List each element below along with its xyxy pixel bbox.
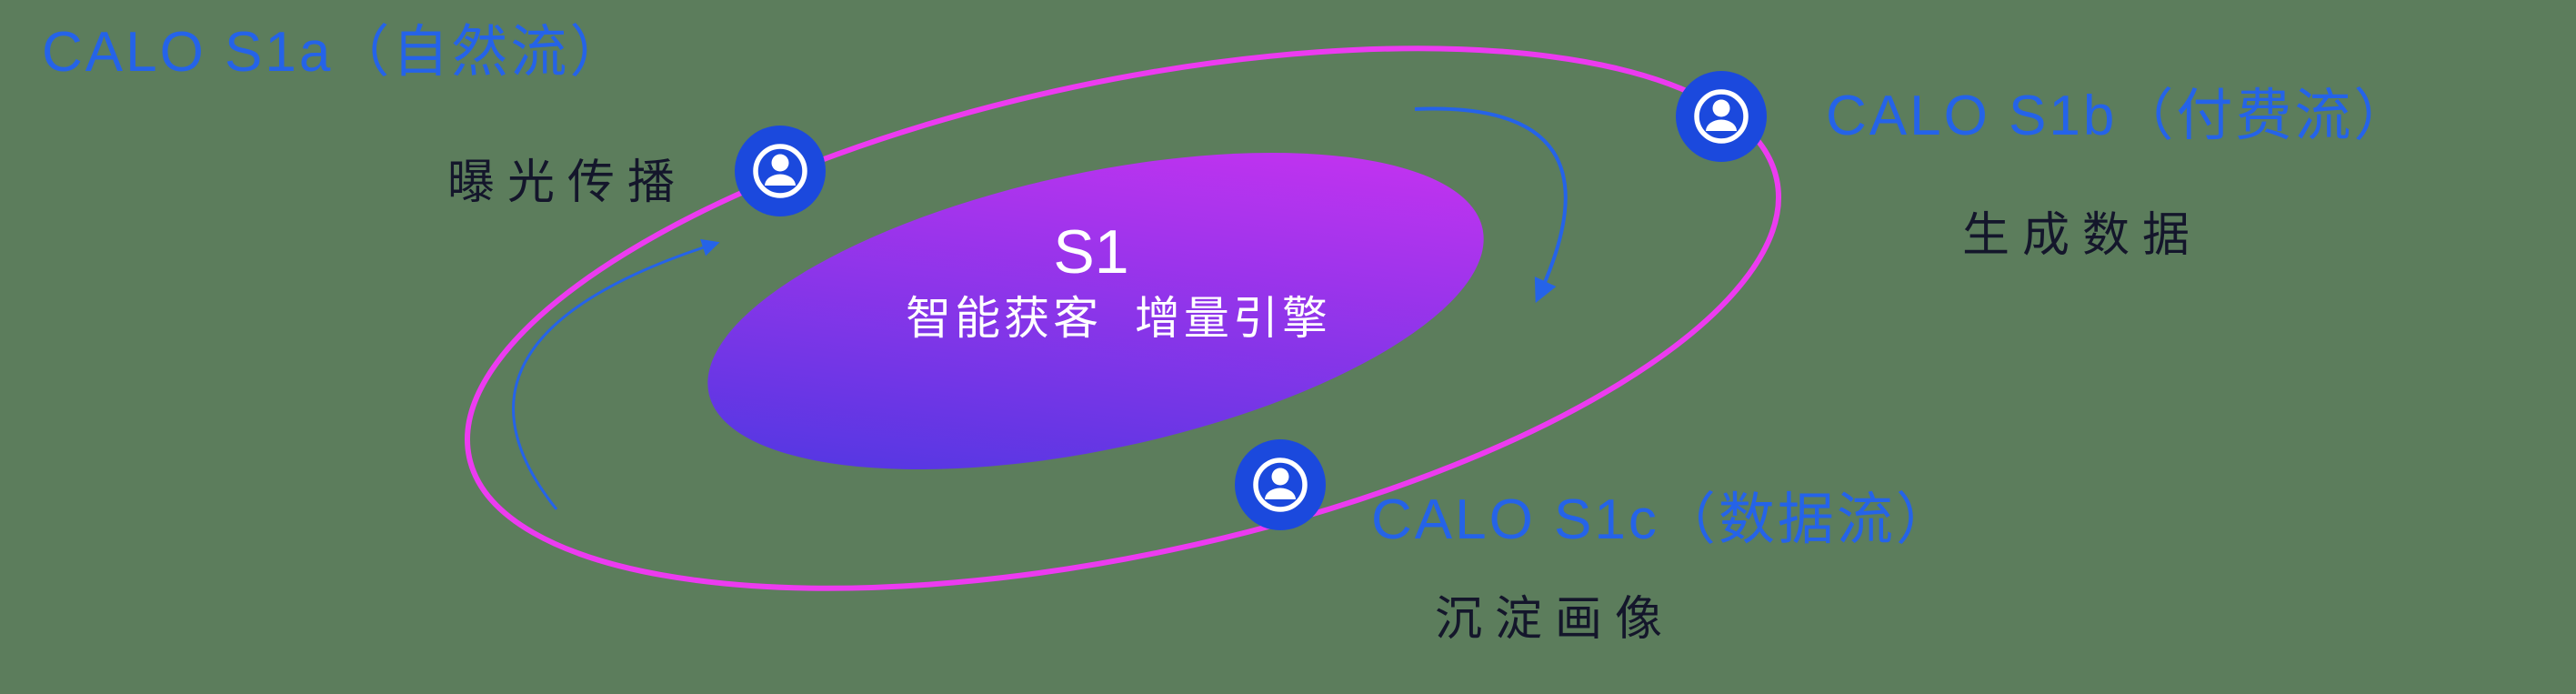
user-icon [1676,71,1767,162]
node-s1b-subtitle: 生成数据 [1962,209,2203,262]
flow-arrow-left [512,238,720,510]
core-subtitle: 智能获客 增量引擎 [906,293,1331,344]
user-icon [1235,439,1326,530]
node-s1b-title: CALO S1b（付费流） [1826,85,2413,147]
user-icon [735,126,826,216]
node-s1c-title: CALO S1c（数据流） [1371,488,1955,551]
core-ellipse [707,152,1484,470]
node-s1c-subtitle: 沉淀画像 [1435,593,1676,646]
core-title: S1 [1053,217,1129,287]
flow-arrow-right [1414,106,1568,304]
node-s1a-title: CALO S1a（自然流） [42,21,629,84]
orbit-ellipse [465,45,1781,591]
node-s1a-subtitle: 曝光传播 [447,156,688,209]
